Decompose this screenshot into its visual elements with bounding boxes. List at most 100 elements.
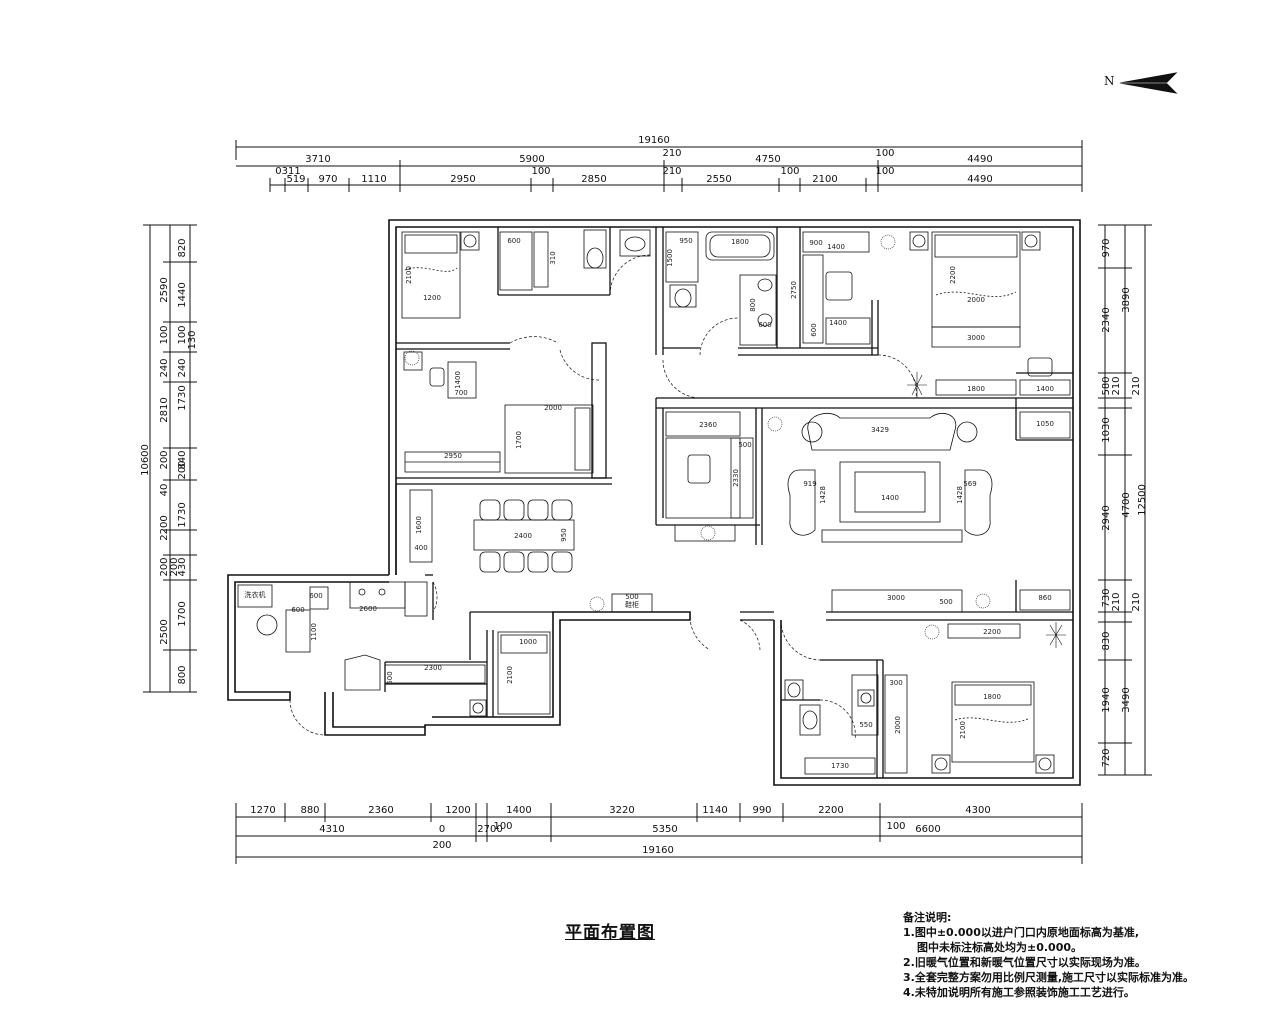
- furniture-label: 2000: [894, 716, 902, 734]
- left-dim: 2810: [159, 397, 170, 422]
- left-dim: 2200: [159, 515, 170, 540]
- furniture-label: 1800: [967, 385, 985, 393]
- left-dim: 200: [169, 557, 180, 576]
- left-dim: 430: [177, 557, 188, 576]
- furniture-label: 2100: [506, 666, 514, 684]
- furniture-label: 1400: [827, 243, 845, 251]
- left-dim: 1730: [177, 502, 188, 527]
- bottom-dim: 5350: [652, 824, 677, 835]
- furniture-label: 1700: [515, 431, 523, 449]
- notes-line: 图中未标注标高处均为±0.000。: [917, 941, 1083, 954]
- furniture-label: 600: [758, 321, 771, 329]
- top-dim: 2100: [812, 174, 837, 185]
- bottom-dim: 0: [439, 824, 445, 835]
- notes-line: 3.全套完整方案勿用比例尺测量,施工尺寸以实际标准为准。: [903, 971, 1195, 984]
- furniture-label: 950: [679, 237, 692, 245]
- left-dim: 820: [177, 238, 188, 257]
- notes-line: 4.未特加说明所有施工参照装饰施工工艺进行。: [903, 986, 1135, 999]
- bottom-dim: 1200: [445, 805, 470, 816]
- furniture-label: 310: [549, 251, 557, 264]
- notes-line: 1.图中±0.000以进户门口内原地面标高为基准,: [903, 926, 1140, 939]
- left-dim: 200: [177, 460, 188, 479]
- top-dim: 100: [875, 166, 894, 177]
- bottom-dim: 1400: [506, 805, 531, 816]
- left-dim: 800: [177, 665, 188, 684]
- right-dim: 4700: [1121, 492, 1132, 517]
- left-dim: 200: [159, 557, 170, 576]
- furniture-label: 550: [859, 721, 872, 729]
- furniture-label: 600: [386, 671, 394, 684]
- top-dimension-labels: 19160 3710 5900 210 4750 100 4490 0311 5…: [275, 135, 992, 185]
- furniture-label: 2950: [444, 452, 462, 460]
- bottom-dimension-lines: [235, 803, 1083, 864]
- left-dim: 240: [159, 358, 170, 377]
- bottom-dim: 3220: [609, 805, 634, 816]
- furniture-label: 1200: [423, 294, 441, 302]
- left-dim: 2500: [159, 619, 170, 644]
- furniture-label: 600: [507, 237, 520, 245]
- furniture-label: 1100: [310, 623, 318, 641]
- furniture-label: 1400: [881, 494, 899, 502]
- furniture-label: 2750: [790, 281, 798, 299]
- top-dim: 519: [286, 174, 305, 185]
- top-dim: 2550: [706, 174, 731, 185]
- furniture-label: 1500: [666, 249, 674, 267]
- bottom-total-dim: 19160: [642, 845, 674, 856]
- notes-heading: 备注说明:: [903, 911, 952, 924]
- top-dim: 100: [780, 166, 799, 177]
- right-dim: 2340: [1101, 307, 1112, 332]
- decor-symbols: [404, 234, 1066, 648]
- furniture-label: 1000: [519, 638, 537, 646]
- bottom-dim: 100: [886, 821, 905, 832]
- left-dim: 200: [159, 450, 170, 469]
- left-dim: 130: [187, 330, 198, 349]
- furniture-label: 900: [809, 239, 822, 247]
- bottom-dimension-labels: 1270 880 2360 1200 1400 3220 1140 990 22…: [250, 805, 990, 856]
- bottom-dim: 2360: [368, 805, 393, 816]
- furniture-label: 1730: [831, 762, 849, 770]
- right-dim: 830: [1101, 631, 1112, 650]
- furniture-label: 2000: [967, 296, 985, 304]
- bottom-dim: 1270: [250, 805, 275, 816]
- north-arrow-icon: [1119, 72, 1178, 94]
- top-dim: 2850: [581, 174, 606, 185]
- furniture-label: 950: [560, 528, 568, 541]
- furniture-label: 919: [803, 480, 816, 488]
- left-total-dim: 10600: [140, 444, 151, 476]
- furniture-label: 500: [625, 593, 638, 601]
- top-dim: 4490: [967, 154, 992, 165]
- right-dim: 3490: [1121, 687, 1132, 712]
- furniture-label: 2360: [699, 421, 717, 429]
- bottom-dim: 6600: [915, 824, 940, 835]
- furniture-label: 700: [454, 389, 467, 397]
- left-dim: 1730: [177, 385, 188, 410]
- left-dim: 100: [159, 325, 170, 344]
- furniture-label: 1400: [1036, 385, 1054, 393]
- bottom-dim: 2200: [818, 805, 843, 816]
- furniture-label: 2330: [732, 469, 740, 487]
- right-dim: 1940: [1101, 687, 1112, 712]
- furniture-label: 鞋柜: [625, 600, 639, 609]
- top-dim: 1110: [361, 174, 386, 185]
- top-dim: 2950: [450, 174, 475, 185]
- top-dimension-lines: [235, 140, 1083, 192]
- interior-walls: [384, 227, 1073, 778]
- furniture-label: 500: [939, 598, 952, 606]
- left-dimension-labels: 10600 820 2590 1440 100 240 2810 1730 20…: [140, 238, 198, 684]
- furniture-label: 3000: [967, 334, 985, 342]
- left-dim: 100: [177, 325, 188, 344]
- top-dim: 4750: [755, 154, 780, 165]
- top-dim: 5900: [519, 154, 544, 165]
- left-dim: 1700: [177, 601, 188, 626]
- furniture-label: 3429: [871, 426, 889, 434]
- furniture-label: 2200: [983, 628, 1001, 636]
- furniture-label: 1428: [819, 486, 827, 504]
- right-dim: 210: [1111, 592, 1122, 611]
- top-dim: 100: [875, 148, 894, 159]
- furniture-label: 569: [963, 480, 976, 488]
- right-dim: 730: [1101, 588, 1112, 607]
- bottom-dim: 4300: [965, 805, 990, 816]
- left-dimension-lines: [143, 224, 197, 693]
- right-dim: 3890: [1121, 287, 1132, 312]
- bottom-dim: 4310: [319, 824, 344, 835]
